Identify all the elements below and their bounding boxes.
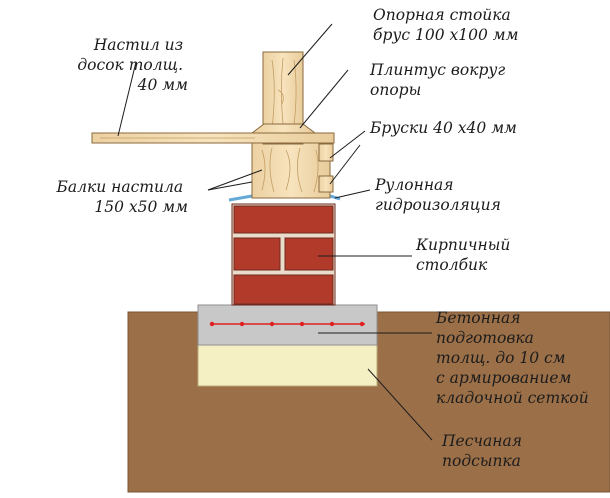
support-post-label: Опорная стойка брус 100 х100 мм <box>373 6 518 44</box>
floor-joist <box>251 140 331 199</box>
decking-label: Настил из досок толщ. 40 мм <box>77 36 188 94</box>
concrete-pad <box>197 304 378 346</box>
sand-bedding <box>197 343 378 387</box>
brick-column-label: Кирпичный столбик <box>415 236 515 274</box>
reinforcement-nodes <box>209 321 365 327</box>
support-bar-lower <box>318 175 334 193</box>
leader-lines <box>117 23 433 441</box>
concrete-label: Бетонная подготовка толщ. до 10 см с арм… <box>435 309 589 407</box>
joists-label: Балки настила 150 х50 мм <box>55 178 188 216</box>
plinth-label: Плинтус вокруг опоры <box>369 61 510 99</box>
waterproofing-label: Рулонная гидроизоляция <box>374 176 501 214</box>
support-bar-upper <box>318 143 334 162</box>
plinth <box>250 123 317 134</box>
bars-label: Бруски 40 х40 мм <box>369 119 517 137</box>
brick-column <box>231 203 336 306</box>
sand-label: Песчаная подсыпка <box>441 432 527 470</box>
